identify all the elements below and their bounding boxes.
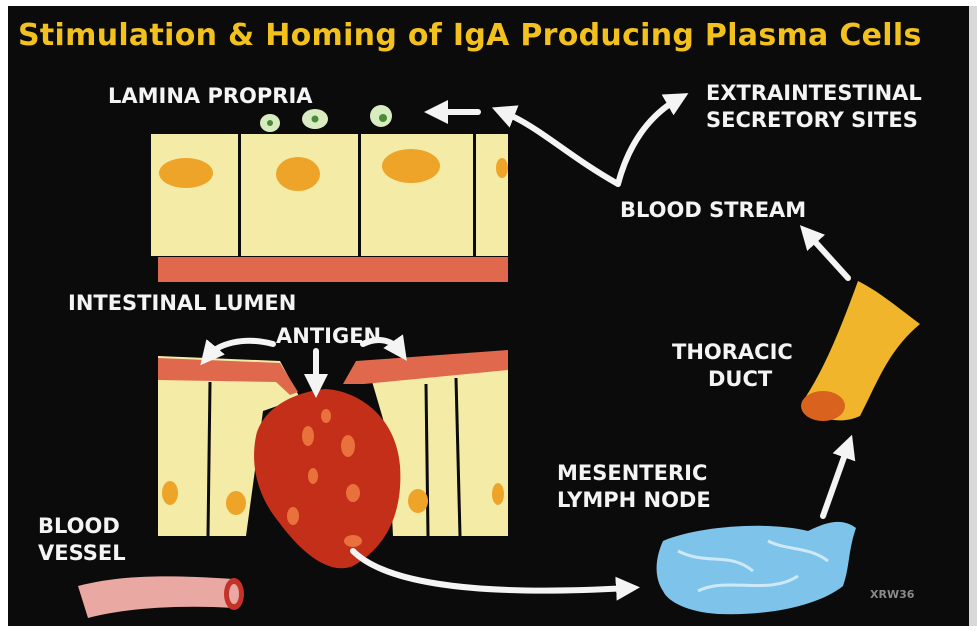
peyers-patch — [254, 389, 400, 568]
mesenteric-label-line1: MESENTERIC — [557, 461, 707, 486]
thoracic-duct-label-line1: THORACIC — [672, 340, 793, 365]
slide-border — [969, 6, 977, 626]
blood-stream-label: BLOOD STREAM — [620, 198, 806, 223]
diagram-slide: Stimulation & Homing of IgA Producing Pl… — [8, 6, 969, 626]
blood-vessel — [78, 576, 244, 618]
antigen-label: ANTIGEN — [276, 324, 381, 349]
lamina-propria-label: LAMINA PROPRIA — [108, 84, 313, 109]
thoracic-duct-label-line2: DUCT — [708, 367, 772, 392]
blood-vessel-label-line1: BLOOD — [38, 514, 120, 539]
upper-epithelium — [151, 134, 508, 282]
slide-code: XRW36 — [870, 588, 914, 601]
blood-vessel-label-line2: VESSEL — [38, 541, 126, 566]
extraintestinal-label-line2: SECRETORY SITES — [706, 108, 918, 133]
mesenteric-label-line2: LYMPH NODE — [557, 488, 711, 513]
mesenteric-lymph-node — [657, 522, 856, 614]
extraintestinal-label-line1: EXTRAINTESTINAL — [706, 81, 922, 106]
intestinal-lumen-label: INTESTINAL LUMEN — [68, 291, 296, 316]
thoracic-duct — [801, 281, 920, 421]
